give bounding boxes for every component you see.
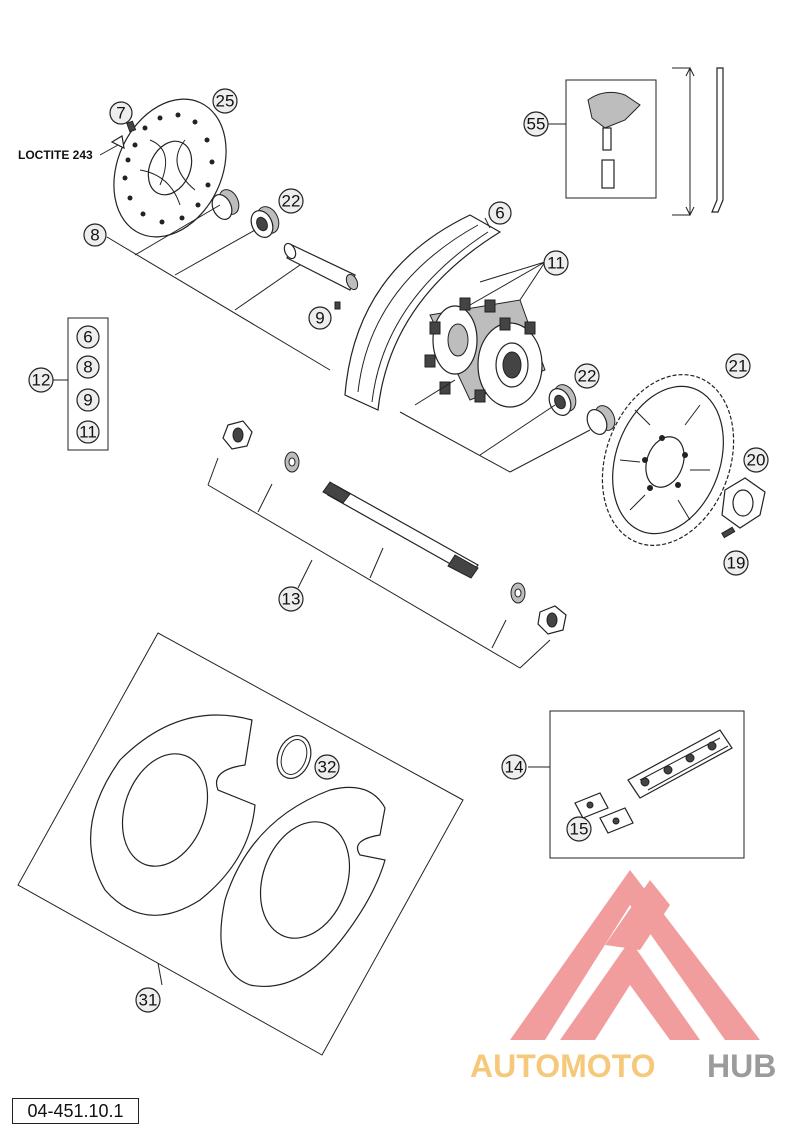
callout-group-6: 6 (76, 325, 100, 349)
svg-text:22: 22 (578, 367, 597, 386)
svg-text:22: 22 (282, 192, 301, 211)
svg-text:32: 32 (318, 758, 337, 777)
svg-text:21: 21 (729, 357, 748, 376)
spoke-part (711, 67, 724, 213)
spacer-part (211, 189, 240, 220)
small-screw-part (334, 301, 341, 310)
callout-7: 7 (109, 101, 133, 125)
wheel-rim-part (344, 214, 502, 411)
bearing-lower-part (548, 384, 577, 416)
callout-11: 11 (543, 250, 569, 276)
dimension-line (672, 66, 695, 217)
axle-nut-part (222, 420, 253, 450)
svg-text:20: 20 (747, 451, 766, 470)
sprocket-part (601, 374, 735, 546)
svg-text:6: 6 (495, 204, 504, 223)
watermark-text-1: AUTOMOTO (470, 1048, 655, 1084)
callout-15: 15 (566, 816, 592, 842)
group-box (67, 317, 109, 451)
callout-group-9: 9 (76, 388, 100, 412)
valve-box (565, 79, 657, 199)
callout-8: 8 (83, 223, 107, 247)
sprocket-screw-part (721, 526, 736, 539)
svg-text:6: 6 (83, 328, 92, 347)
callout-21: 21 (725, 353, 751, 379)
spring-ring-part (276, 735, 312, 779)
rubber-disc-part (90, 714, 386, 987)
svg-text:8: 8 (83, 358, 92, 377)
distance-tube-part (283, 242, 359, 291)
spacer-lower-part (586, 405, 616, 435)
callout-group-11: 11 (76, 420, 100, 444)
svg-text:13: 13 (282, 590, 301, 609)
svg-text:31: 31 (139, 991, 158, 1010)
axle-part (322, 481, 479, 579)
callout-19: 19 (723, 550, 749, 576)
watermark-logo (510, 870, 760, 1040)
svg-text:25: 25 (216, 92, 235, 111)
chain-box (549, 710, 745, 859)
callout-6: 6 (488, 201, 512, 225)
callout-25: 25 (212, 88, 238, 114)
chain-part (627, 729, 733, 799)
svg-text:11: 11 (547, 254, 565, 273)
svg-text:9: 9 (83, 391, 92, 410)
washer-lower-part (510, 582, 526, 604)
callout-20: 20 (743, 447, 769, 473)
axle-nut-lower-part (537, 605, 567, 635)
disc-set-box (17, 632, 464, 1056)
svg-text:9: 9 (315, 309, 324, 328)
svg-text:11: 11 (79, 423, 97, 442)
callout-13: 13 (278, 586, 304, 612)
chain-link-part (574, 792, 634, 834)
lock-plate-part (721, 477, 766, 529)
bearing-part (250, 206, 280, 238)
callout-55: 55 (523, 111, 549, 137)
callout-32: 32 (314, 754, 340, 780)
callout-31: 31 (135, 987, 161, 1013)
svg-text:8: 8 (90, 226, 99, 245)
svg-text:12: 12 (32, 371, 51, 390)
reference-code: 04-451.10.1 (12, 1098, 139, 1124)
callout-group-8: 8 (76, 355, 100, 379)
svg-text:7: 7 (116, 104, 125, 123)
hub-part (424, 297, 546, 408)
callout-22-lower: 22 (574, 363, 600, 389)
valve-part (587, 91, 641, 189)
callout-9: 9 (308, 306, 332, 330)
svg-text:15: 15 (570, 820, 589, 839)
watermark-text-2: HUB (707, 1048, 776, 1084)
loctite-label: LOCTITE 243 (18, 148, 93, 162)
callout-22: 22 (278, 188, 304, 214)
svg-text:14: 14 (505, 758, 524, 777)
svg-text:19: 19 (727, 554, 746, 573)
brake-disc-part (113, 98, 227, 238)
callout-14: 14 (501, 754, 527, 780)
washer-part (284, 451, 300, 473)
callout-12: 12 (28, 367, 54, 393)
svg-text:55: 55 (527, 115, 546, 134)
